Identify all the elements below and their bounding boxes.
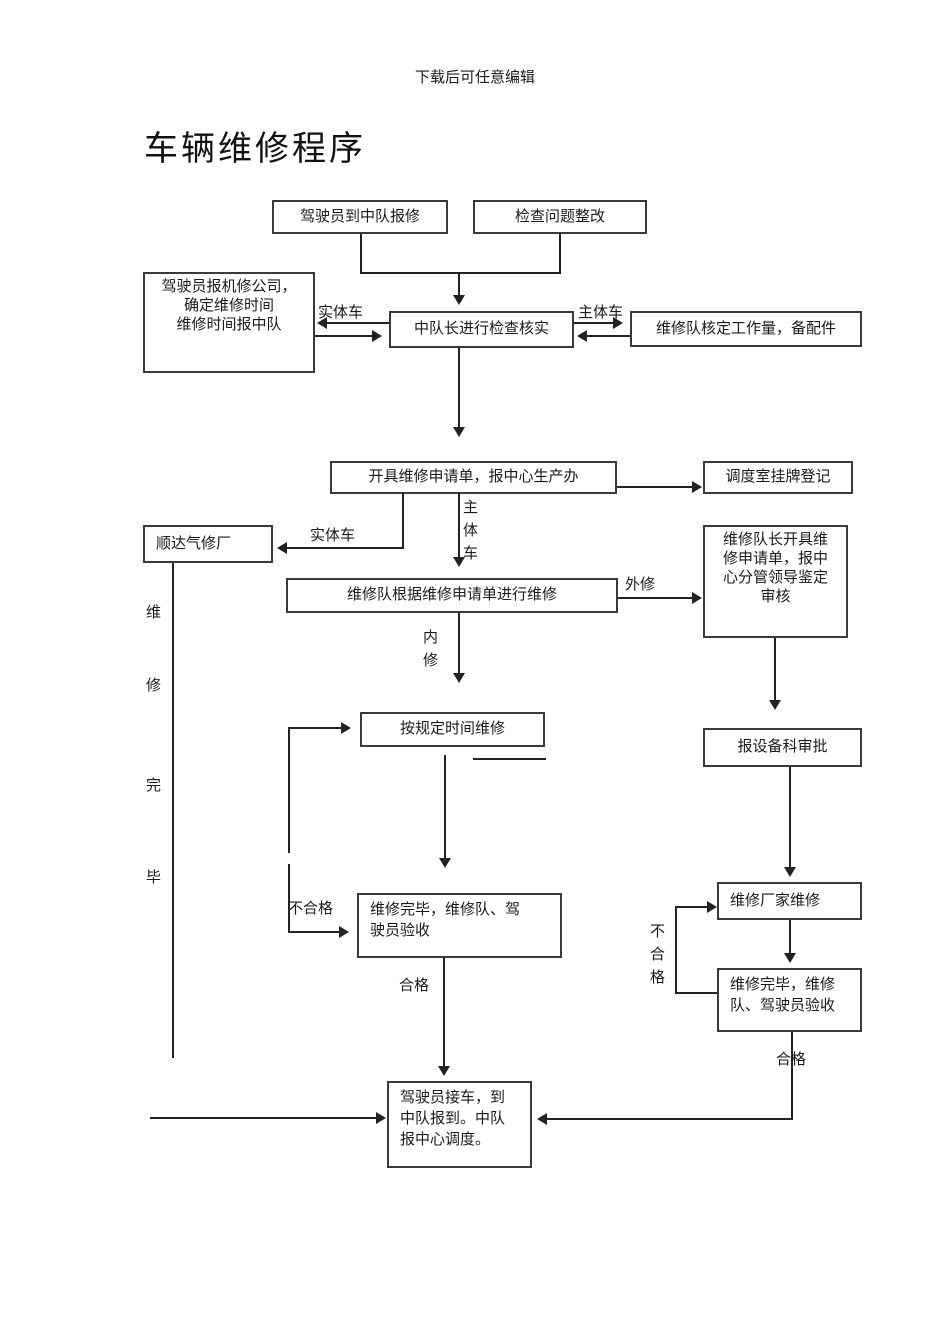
connector-line	[774, 638, 776, 701]
label-left-vertical-char-2: 修	[146, 678, 162, 694]
connector-line	[172, 563, 174, 1058]
label-main-vehicle-top: 主体车	[578, 305, 624, 321]
arrowhead-right-icon	[707, 901, 717, 913]
connector-line	[574, 322, 614, 324]
connector-line	[402, 493, 404, 549]
flow-box-squad-leader-verify: 中队长进行检查核实	[389, 311, 574, 348]
label-unqualified-left: 不合格	[288, 901, 334, 917]
label-unqualified-right: 不 合 格	[650, 924, 666, 986]
connector-line	[288, 931, 342, 933]
flow-box-factory-repair: 维修厂家维修	[717, 882, 862, 920]
flow-box-repair-done-accept-right: 维修完毕，维修 队、驾驶员验收	[717, 968, 862, 1032]
label-left-vertical-char-4: 毕	[146, 870, 162, 886]
arrowhead-down-icon	[784, 953, 796, 963]
connector-line	[546, 1118, 793, 1120]
arrowhead-right-icon	[692, 481, 702, 493]
arrowhead-right-icon	[692, 592, 702, 604]
connector-line	[789, 767, 791, 868]
flow-box-team-repair-per-form: 维修队根据维修申请单进行维修	[286, 578, 618, 613]
connector-line	[618, 597, 695, 599]
connector-line	[326, 322, 389, 324]
connector-line	[675, 906, 710, 908]
page-title: 车辆维修程序	[144, 131, 366, 168]
flow-box-team-assess-workload: 维修队核定工作量，备配件	[630, 311, 862, 347]
connector-line	[360, 234, 362, 274]
arrowhead-right-icon	[372, 330, 382, 342]
arrowhead-right-icon	[376, 1112, 386, 1124]
label-main-vehicle-vertical: 主 体 车	[463, 500, 479, 562]
arrowhead-down-icon	[453, 295, 465, 305]
arrowhead-down-icon	[439, 858, 451, 868]
connector-line	[360, 272, 561, 274]
flow-box-driver-notify-company: 驾驶员报机修公司， 确定维修时间 维修时间报中队	[143, 272, 315, 373]
arrowhead-down-icon	[453, 557, 465, 567]
connector-line	[458, 348, 460, 428]
arrowhead-down-icon	[769, 700, 781, 710]
connector-line	[286, 547, 404, 549]
flow-box-driver-pickup: 驾驶员接车，到 中队报到。中队 报中心调度。	[387, 1081, 532, 1168]
arrowhead-down-icon	[784, 867, 796, 877]
connector-line	[150, 1117, 378, 1119]
flow-box-repair-on-schedule: 按规定时间维修	[360, 712, 545, 747]
header-note: 下载后可任意编辑	[414, 70, 535, 86]
arrowhead-down-icon	[453, 673, 465, 683]
label-entity-vehicle-mid: 实体车	[310, 528, 356, 544]
connector-line	[444, 755, 446, 859]
connector-line	[559, 234, 561, 274]
flow-box-repair-done-accept-left: 维修完毕，维修队、驾 驶员验收	[357, 893, 562, 958]
label-internal-repair: 内 修	[423, 630, 439, 669]
connector-line	[675, 992, 717, 994]
flow-box-equipment-dept-approve: 报设备科审批	[703, 728, 862, 767]
label-qualified-left: 合格	[399, 978, 430, 994]
flow-box-dispatch-register: 调度室挂牌登记	[703, 461, 853, 494]
arrowhead-right-icon	[341, 722, 351, 734]
connector-line	[473, 758, 546, 760]
label-entity-vehicle-top: 实体车	[318, 305, 364, 321]
arrowhead-left-icon	[537, 1113, 547, 1125]
connector-line	[675, 906, 677, 994]
flow-box-inspect-rectify: 检查问题整改	[473, 200, 647, 234]
arrowhead-down-icon	[438, 1066, 450, 1076]
flow-box-driver-report: 驾驶员到中队报修	[272, 200, 448, 234]
connector-line	[617, 486, 694, 488]
flow-box-shunda-factory: 顺达气修厂	[143, 525, 273, 563]
label-left-vertical-char-3: 完	[146, 778, 162, 794]
arrowhead-down-icon	[453, 427, 465, 437]
label-external-repair: 外修	[625, 577, 656, 593]
connector-line	[458, 274, 460, 296]
arrowhead-left-icon	[577, 330, 587, 342]
connector-line	[288, 864, 290, 933]
connector-line	[586, 335, 630, 337]
flow-box-issue-request-form: 开具维修申请单，报中心生产办	[330, 461, 617, 494]
connector-line	[315, 335, 373, 337]
label-left-vertical-char-1: 维	[146, 605, 162, 621]
arrowhead-right-icon	[613, 317, 623, 329]
flow-box-leader-issue-form-review: 维修队长开具维 修申请单，报中 心分管领导鉴定 审核	[703, 525, 848, 638]
connector-line	[458, 613, 460, 674]
arrowhead-left-icon	[277, 542, 287, 554]
arrowhead-left-icon	[317, 317, 327, 329]
connector-line	[288, 727, 344, 729]
connector-line	[789, 920, 791, 955]
connector-line	[458, 493, 460, 558]
connector-line	[288, 727, 290, 853]
arrowhead-right-icon	[339, 926, 349, 938]
connector-line	[791, 1032, 793, 1120]
connector-line	[443, 958, 445, 1068]
